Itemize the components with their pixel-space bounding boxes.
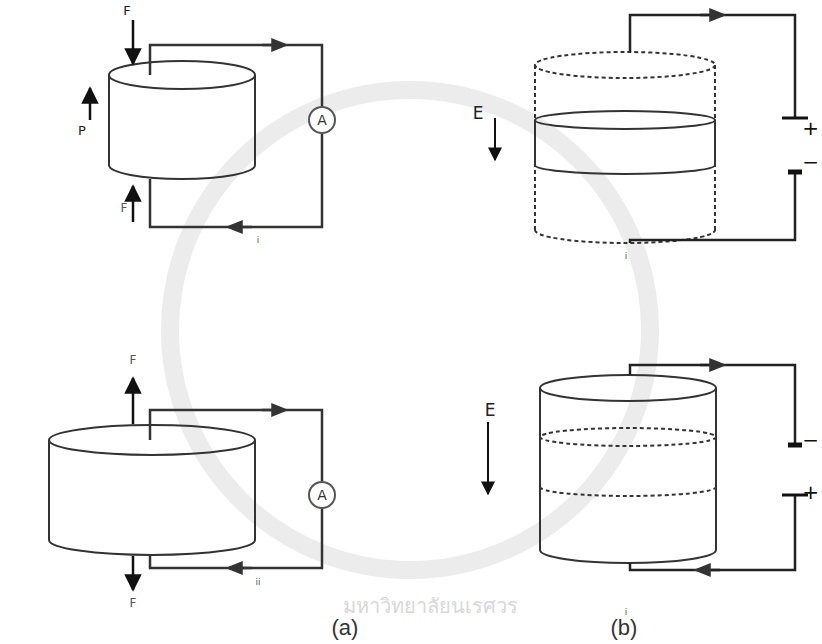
wire [630, 15, 795, 243]
force-label: F [123, 4, 130, 17]
field-arrow [494, 118, 496, 160]
watermark: มหาวิทยาลัยนเรศวร [343, 596, 518, 616]
polarity-sign: + [802, 118, 819, 138]
force-label: F [121, 202, 128, 214]
figure-index: ii [255, 578, 260, 587]
figure-index: i [625, 608, 628, 617]
piezo-cylinder [535, 111, 715, 174]
field-arrow [487, 422, 489, 494]
polarity-sign: − [802, 152, 819, 172]
polarity-sign: − [802, 430, 819, 450]
force-arrow [90, 20, 133, 222]
meter-letter: A [317, 112, 327, 128]
force-label: F [130, 597, 137, 609]
original-outline [535, 52, 715, 243]
meter-letter: A [317, 487, 327, 503]
ammeter: A [308, 106, 336, 134]
watermark-ring [170, 90, 650, 570]
wire [150, 45, 322, 227]
field-label: E [473, 105, 484, 122]
piezo-cylinder [540, 375, 716, 563]
panel-label: (b) [611, 617, 638, 639]
force-label: F [130, 354, 137, 366]
polarization-label: P [78, 124, 86, 137]
wire [150, 410, 322, 568]
ammeter: A [308, 481, 336, 509]
polarity-sign: + [802, 482, 819, 502]
panel-label: (a) [332, 617, 359, 639]
piezo-cylinder [49, 425, 255, 555]
original-outline [540, 428, 716, 496]
field-label: E [485, 402, 496, 419]
figure-index: i [625, 252, 628, 261]
wire [630, 365, 795, 570]
figure-index: i [257, 236, 260, 245]
piezo-cylinder [109, 61, 255, 179]
force-arrow [132, 378, 135, 590]
